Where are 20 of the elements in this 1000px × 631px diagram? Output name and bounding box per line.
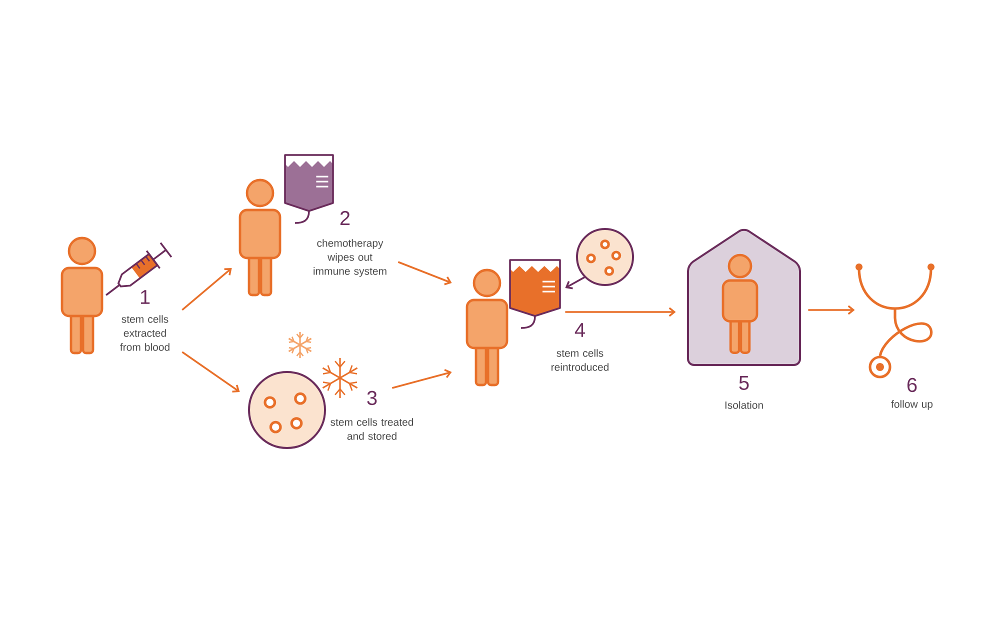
step-caption: follow up: [891, 400, 933, 410]
step-number: 4: [574, 323, 585, 337]
step-caption: Isolation: [725, 401, 763, 409]
arrow: [182, 351, 240, 392]
arrow: [565, 276, 586, 290]
petri-dish-drawing: [576, 228, 634, 286]
step-number: 3: [367, 390, 377, 406]
arrow: [565, 307, 676, 317]
step-caption: stem cells extracted from blood: [120, 315, 170, 351]
arrow: [398, 261, 452, 286]
step-number: 5: [739, 376, 749, 390]
step-caption: stem cells treated and stored: [330, 418, 414, 440]
arrow: [182, 268, 232, 311]
step-caption: chemotherapy wipes out immune system: [314, 239, 386, 277]
step-number: 2: [340, 211, 350, 225]
step-number: 1: [140, 290, 150, 304]
step-number: 6: [907, 378, 917, 392]
step-caption: stem cells reintroduced: [552, 349, 608, 371]
arrow: [392, 368, 452, 389]
arrow: [808, 305, 855, 315]
